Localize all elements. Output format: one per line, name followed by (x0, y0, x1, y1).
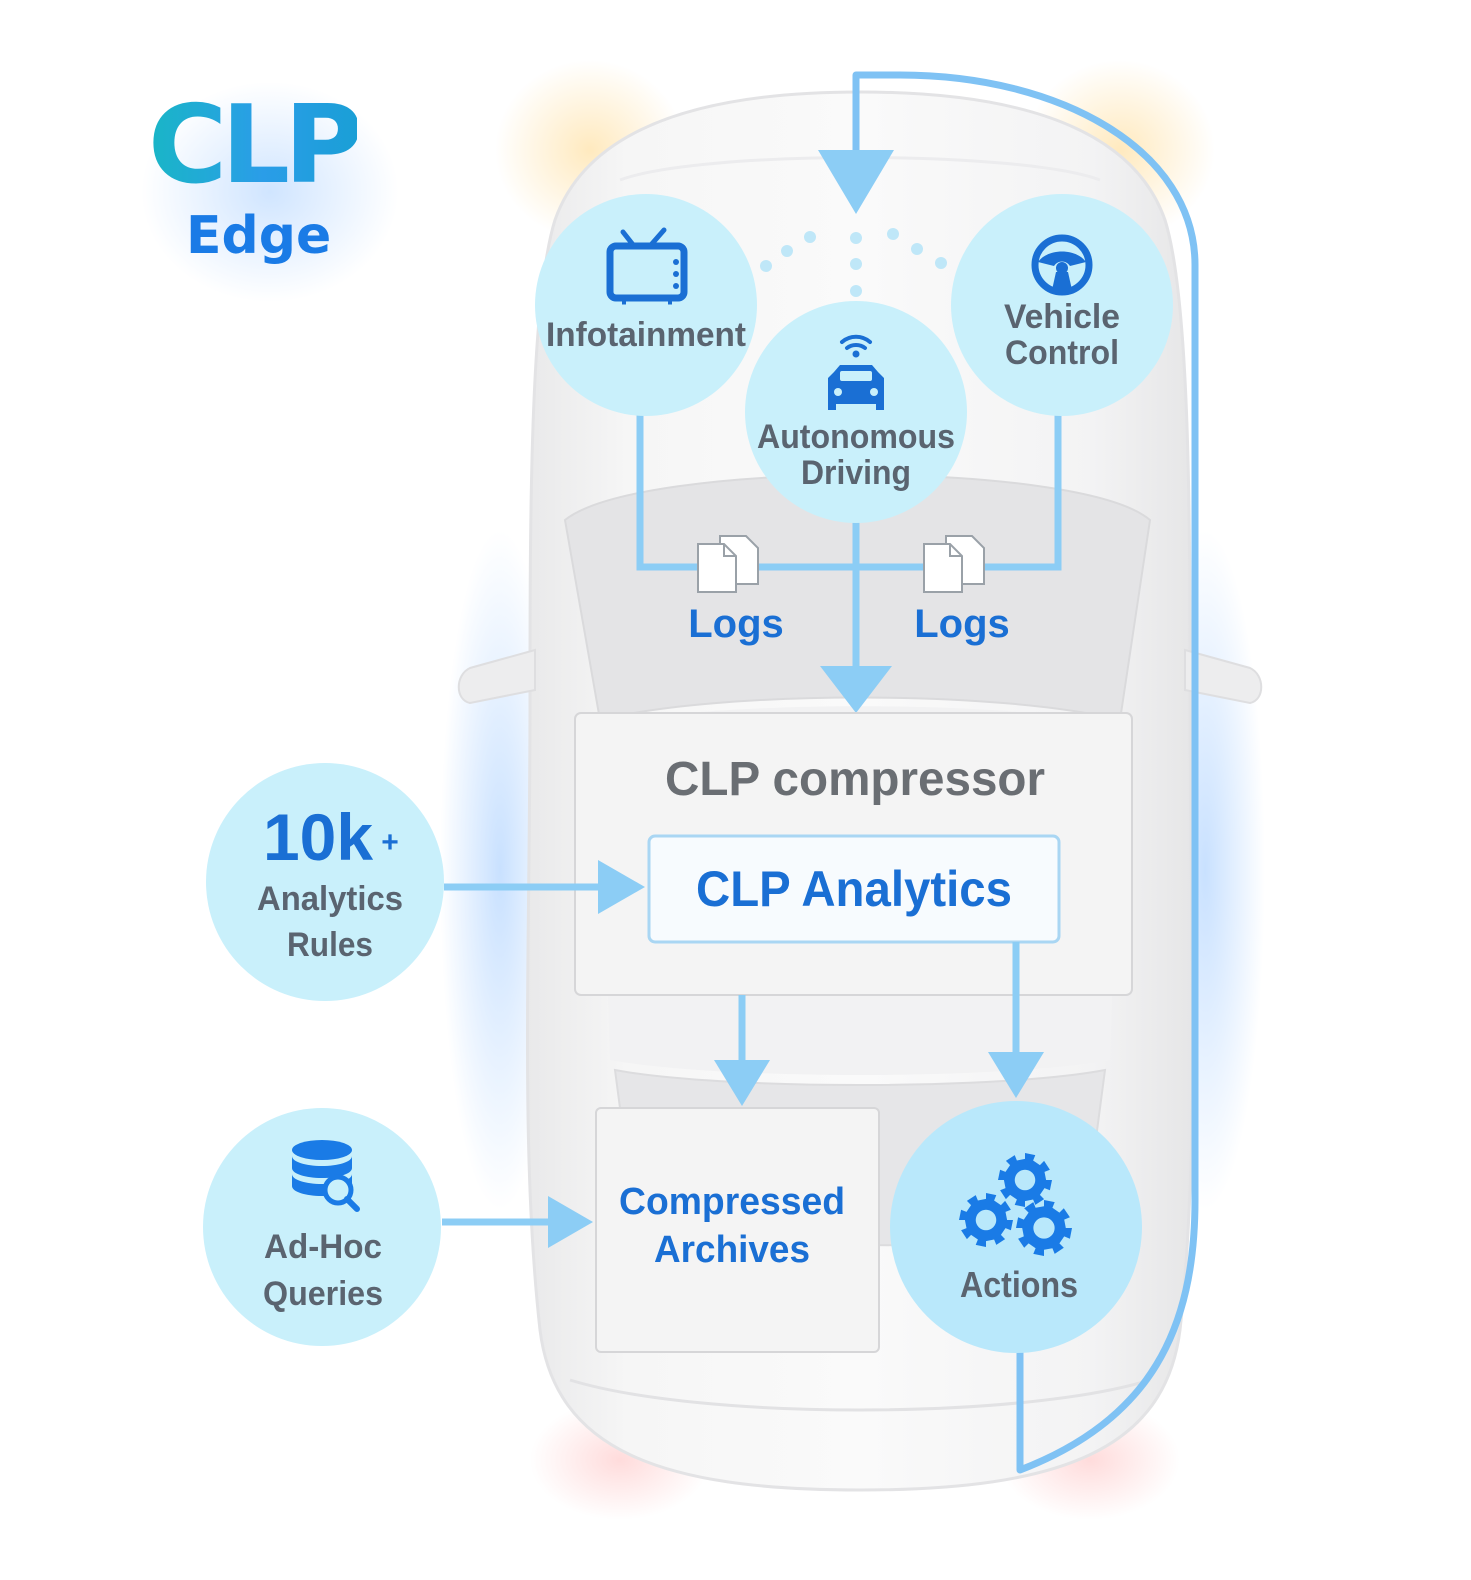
vehicle-control-label-line2: Control (1005, 334, 1119, 372)
document-icon (923, 535, 985, 593)
analytics-label: CLP Analytics (696, 861, 1012, 917)
analytics-rules-node: 10k + Analytics Rules (206, 763, 444, 1001)
logs-left-label: Logs (688, 602, 784, 646)
rules-plus: + (381, 826, 399, 859)
queries-label-line2: Queries (263, 1275, 383, 1313)
clp-compressor-box: CLP compressor CLP Analytics (574, 712, 1133, 996)
clp-analytics-box (647, 834, 1061, 944)
analytics-to-actions-arrow (988, 942, 1044, 1098)
compressor-label: CLP compressor (665, 753, 1045, 806)
brand-logo: CLP Edge (130, 72, 410, 312)
feedback-loop-line (852, 71, 1199, 1474)
gears-icon (959, 1153, 1072, 1256)
actions-node: Actions (890, 1101, 1142, 1353)
database-search-icon (292, 1140, 360, 1212)
document-icon (697, 535, 759, 593)
gear-icon (959, 1193, 1013, 1247)
actions-label: Actions (960, 1264, 1078, 1305)
vehicle-control-node: Vehicle Control (951, 194, 1173, 416)
brand-glow (130, 72, 410, 312)
rules-count: 10k (263, 800, 373, 874)
tv-icon (606, 227, 688, 305)
autonomous-label-line1: Autonomous (757, 418, 955, 456)
brand-name: CLP (148, 83, 363, 208)
infotainment-label: Infotainment (546, 316, 746, 354)
archives-label-line2: Archives (654, 1229, 810, 1271)
queries-to-archives-arrow (442, 1196, 593, 1248)
autonomous-driving-node: Autonomous Driving (745, 301, 967, 523)
car-wifi-icon (828, 334, 884, 410)
compressed-archives-box: Compressed Archives (595, 1107, 880, 1353)
gear-icon (998, 1153, 1052, 1207)
archives-label-line1: Compressed (619, 1181, 845, 1223)
compressor-to-archives-arrow (714, 995, 770, 1106)
rules-label-line1: Analytics (257, 880, 403, 918)
brand-subtitle: Edge (186, 206, 332, 266)
signal-dots (760, 228, 947, 297)
log-connectors (636, 410, 1062, 668)
rules-label-line2: Rules (287, 926, 373, 964)
vehicle-control-label-line1: Vehicle (1004, 298, 1120, 336)
gear-icon (1016, 1200, 1072, 1256)
compressor-input-arrow (820, 666, 892, 713)
infotainment-node: Infotainment (535, 194, 757, 416)
autonomous-label-line2: Driving (801, 454, 911, 492)
rules-to-analytics-arrow (444, 860, 645, 914)
logs-right-label: Logs (914, 602, 1010, 646)
loop-arrow-head (818, 150, 894, 214)
adhoc-queries-node: Ad-Hoc Queries (203, 1108, 441, 1346)
steering-wheel-icon (1031, 234, 1093, 296)
queries-label-line1: Ad-Hoc (264, 1228, 382, 1266)
